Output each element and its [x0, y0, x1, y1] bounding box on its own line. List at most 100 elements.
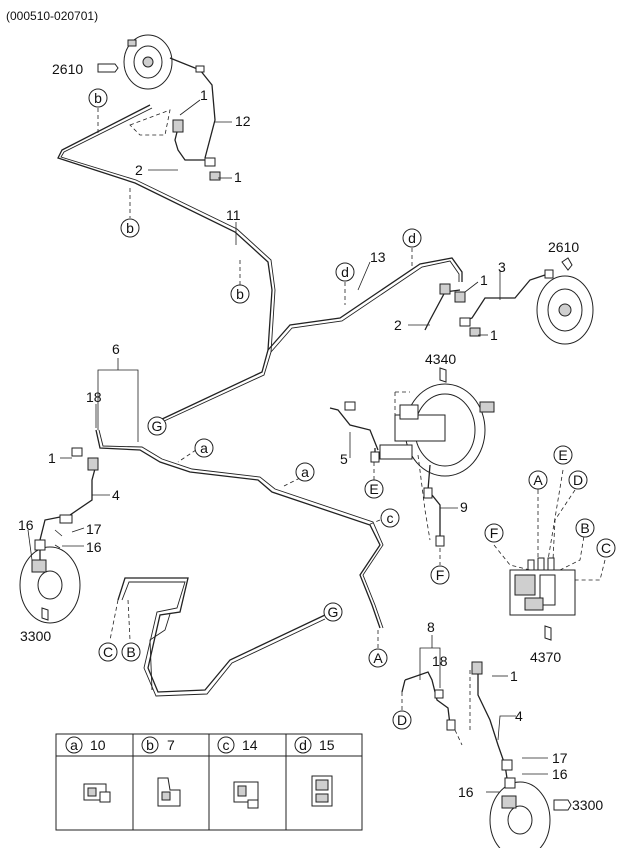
brake-booster-assembly: [329, 383, 495, 547]
legend-number-d: 15: [319, 737, 335, 753]
legend-number-a: 10: [90, 737, 106, 753]
label-1-a: 1: [200, 87, 208, 103]
label-2610-left: 2610: [52, 61, 83, 77]
label-5: 5: [340, 451, 348, 467]
clip-10-drawing: [83, 783, 111, 803]
pointer-2610-left: [97, 63, 119, 73]
label-6: 6: [112, 341, 120, 357]
pointer-3300-right: [553, 799, 572, 811]
rear-right-assembly: [424, 269, 594, 345]
label-8: 8: [427, 619, 435, 635]
clip-c-1: c: [387, 510, 394, 526]
label-2610-right: 2610: [548, 239, 579, 255]
legend-letter-a: a: [70, 737, 78, 753]
legend-letter-d: d: [299, 737, 307, 753]
label-1-d: 1: [490, 327, 498, 343]
label-3300-left: 3300: [20, 628, 51, 644]
label-13: 13: [370, 249, 386, 265]
label-18-a: 18: [86, 389, 102, 405]
clip-a-2: a: [301, 464, 309, 480]
diagram-code: (000510-020701): [6, 9, 98, 23]
pointer-2610-right: [561, 257, 573, 271]
callout-pointers: [41, 63, 573, 811]
label-17-a: 17: [86, 521, 102, 537]
clip-d-1: d: [341, 264, 349, 280]
rear-left-assembly: [123, 34, 221, 181]
connector-f-2: F: [490, 525, 499, 541]
connector-callouts: G G E F C B A D A E D F B C: [98, 416, 616, 730]
label-4-b: 4: [515, 708, 523, 724]
brake-pipe-5: [329, 407, 379, 451]
connector-b-2: B: [580, 520, 589, 536]
label-1-c: 1: [480, 272, 488, 288]
brake-pipe-11: [57, 104, 273, 421]
leader-lines: [27, 99, 548, 793]
label-1-e: 1: [48, 450, 56, 466]
brake-pipe-11-outline: [60, 107, 276, 423]
brake-pipe-12: [169, 57, 216, 159]
part-number-labels: 2610 1 12 2 1 11 13 2610 3 1 2 1 6 4340 …: [18, 61, 603, 813]
brake-pipe-6-outline: [98, 429, 384, 629]
label-16-b: 16: [86, 539, 102, 555]
pointer-3300-left: [41, 607, 49, 621]
reservoir: [399, 404, 419, 420]
clip-a-1: a: [200, 440, 208, 456]
connector-d-1: D: [397, 712, 407, 728]
label-9: 9: [460, 499, 468, 515]
connector-c-2: C: [601, 540, 611, 556]
connector-f-1: F: [436, 567, 445, 583]
pointer-4370: [544, 625, 552, 641]
clip-14-drawing: [233, 781, 259, 809]
main-brake-pipes: [57, 104, 463, 697]
label-16-a: 16: [18, 517, 34, 533]
pointer-4340: [439, 367, 447, 383]
abs-hydraulic-unit: [493, 469, 606, 616]
front-right-caliper: [501, 795, 517, 809]
brake-pipe-9: [427, 464, 441, 540]
label-2-a: 2: [135, 162, 143, 178]
label-12: 12: [235, 113, 251, 129]
hose-bracket: [172, 119, 184, 133]
label-2-b: 2: [394, 317, 402, 333]
front-left-brake: [19, 447, 99, 624]
clip-legend-table: a 10 b 7 c 14 d 15: [55, 733, 363, 831]
brake-pipe-lower: [117, 577, 326, 693]
clip-b-3: b: [236, 286, 244, 302]
label-16-c: 16: [552, 766, 568, 782]
legend-letter-c: c: [223, 737, 230, 753]
front-left-caliper: [31, 559, 47, 573]
label-11: 11: [226, 207, 241, 223]
label-16-d: 16: [458, 784, 474, 800]
connector-b-1: B: [126, 644, 135, 660]
master-cylinder: [394, 414, 446, 442]
clip-callouts: b b b d d a a c: [88, 88, 422, 528]
brake-pipe-13-outline: [270, 260, 460, 353]
clip-15-drawing: [311, 775, 333, 807]
connector-g-1: G: [152, 418, 163, 434]
legend-letter-b: b: [146, 737, 154, 753]
connector-c-1: C: [103, 644, 113, 660]
connector-e-1: E: [369, 481, 378, 497]
brake-pipe-13: [267, 257, 463, 351]
label-3300-right: 3300: [572, 797, 603, 813]
legend-number-c: 14: [242, 737, 258, 753]
label-3: 3: [498, 259, 506, 275]
connector-g-2: G: [328, 604, 339, 620]
brake-hose-2: [174, 127, 205, 161]
label-4-a: 4: [112, 487, 120, 503]
label-4370: 4370: [530, 649, 561, 665]
connector-a-2: A: [533, 472, 543, 488]
legend-number-b: 7: [167, 737, 175, 753]
connector-d-2: D: [573, 472, 583, 488]
clip-b-1: b: [94, 90, 102, 106]
brake-pipe-3: [461, 274, 546, 323]
clip-7-drawing: [157, 777, 181, 807]
label-1-b: 1: [234, 169, 242, 185]
brake-pipe-6: [95, 429, 381, 629]
connector-a-1: A: [373, 650, 383, 666]
front-right-brake: [401, 661, 551, 848]
label-17-b: 17: [552, 750, 568, 766]
label-4340: 4340: [425, 351, 456, 367]
label-18-b: 18: [432, 653, 448, 669]
label-1-f: 1: [510, 668, 518, 684]
